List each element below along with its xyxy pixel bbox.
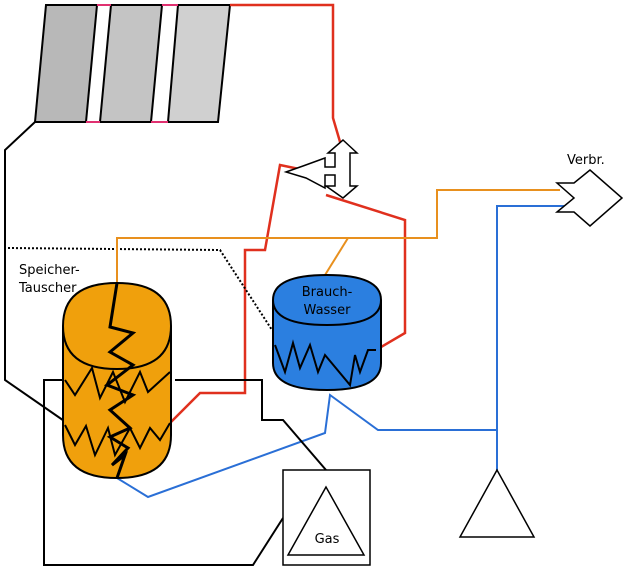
consumer-arrow <box>554 169 624 227</box>
consumer-label: Verbr. <box>567 153 605 168</box>
speicher-label-line1: Speicher- <box>19 263 80 278</box>
storage-vertical-coil <box>103 282 137 479</box>
gas-burner <box>282 469 371 566</box>
sensor-dotted-line <box>7 247 273 331</box>
burner-return-pipe <box>43 379 284 566</box>
water-heating-pipe <box>325 193 407 352</box>
burner-supply-pipe <box>175 379 327 471</box>
solar-collector-2 <box>98 4 164 123</box>
warm-water-supply-pipe <box>116 189 560 283</box>
brauch-label-line1: Brauch- <box>302 285 353 300</box>
hot-water-coil <box>274 339 376 388</box>
solar-collector-1 <box>33 4 99 123</box>
three-way-valve <box>283 138 360 199</box>
solar-collectors <box>33 4 232 123</box>
cold-water-inlet-triangle <box>458 468 536 538</box>
speicher-label-line2: Tauscher <box>18 281 77 296</box>
collector-return-pipe <box>4 121 71 426</box>
gas-label: Gas <box>315 532 340 547</box>
storage-heating-pipe <box>169 163 305 424</box>
brauch-label-line2: Wasser <box>304 303 352 318</box>
collector-supply-pipe <box>230 3 345 153</box>
warm-water-branch-pipe <box>324 237 349 276</box>
cold-water-tank-pipe <box>116 393 497 499</box>
storage-lower-coil <box>64 422 171 458</box>
storage-upper-coil <box>64 365 171 405</box>
cold-water-main-pipe <box>496 205 565 470</box>
solar-collector-3 <box>166 4 232 123</box>
